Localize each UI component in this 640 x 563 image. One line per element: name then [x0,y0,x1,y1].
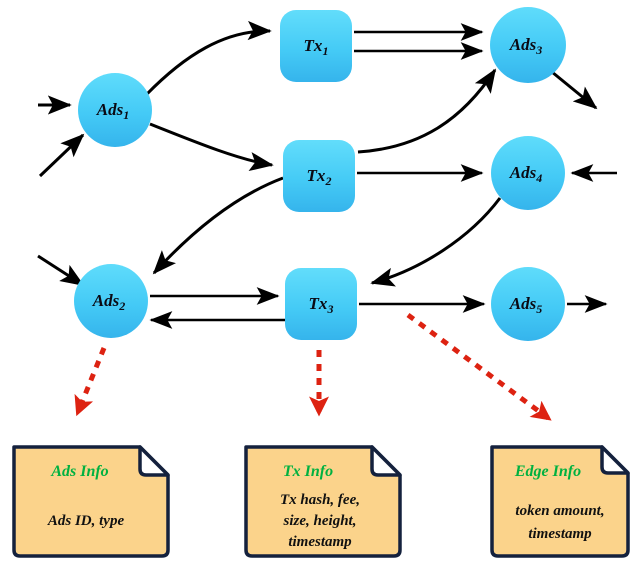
note-ads-info-line-0: Ads ID, type [47,513,125,529]
svg-text:Ads3: Ads3 [509,35,542,57]
node-ads3[interactable]: Ads3 [490,7,566,83]
note-ads-info-title: Ads Info [50,463,108,480]
edge-layer [37,20,617,329]
annotation-edge-layer [74,312,552,421]
svg-text:Ads5: Ads5 [509,294,542,316]
note-edge-info[interactable]: Edge Info token amount, timestamp [490,445,630,558]
node-tx3-sub: 3 [326,302,333,316]
note-layer: Ads Info Ads ID, type Tx Info Tx hash, f… [12,445,630,558]
note-tx-info[interactable]: Tx Info Tx hash, fee, size, height, time… [244,445,402,558]
node-ads5-label: Ads [509,294,537,313]
svg-text:Ads4: Ads4 [509,163,542,185]
note-tx-info-line-0: Tx hash, fee, [280,492,360,508]
node-ads5[interactable]: Ads5 [491,267,565,341]
edge-tx2-to-ads3 [357,68,497,154]
node-ads5-sub: 5 [536,302,542,316]
node-ads4-sub: 4 [535,171,542,185]
svg-text:Ads1: Ads1 [96,100,129,122]
edge-ads1-to-tx1 [144,20,272,97]
node-tx1[interactable]: Tx1 [280,10,352,82]
node-ads2[interactable]: Ads2 [74,264,148,338]
edge-tx2-to-ads2 [152,176,284,275]
node-tx1-sub: 1 [322,44,328,58]
node-tx2[interactable]: Tx2 [283,140,355,212]
svg-text:Tx3: Tx3 [309,294,334,316]
node-ads3-label: Ads [509,35,537,54]
node-ads1[interactable]: Ads1 [78,73,152,147]
edge-external-to-ads1-diagonal [38,133,85,178]
edge-ads3-to-external [551,70,598,110]
dashed-arrow-edge-to-edge-info [406,312,552,421]
note-tx-info-line-1: size, height, [283,513,357,529]
note-tx-info-line-2: timestamp [288,534,352,550]
node-tx2-label: Tx [307,166,326,185]
node-ads1-label: Ads [96,100,124,119]
note-ads-info[interactable]: Ads Info Ads ID, type [12,445,170,558]
edge-external-to-ads2 [37,254,85,287]
node-tx3[interactable]: Tx3 [285,268,357,340]
node-tx2-sub: 2 [324,174,331,188]
svg-text:Tx2: Tx2 [307,166,332,188]
note-edge-info-line-0: token amount, [515,503,604,519]
node-tx3-label: Tx [309,294,328,313]
edge-ads1-to-tx2 [149,122,274,172]
edge-ads4-to-tx3 [370,197,502,287]
note-edge-info-title: Edge Info [514,463,581,480]
dashed-arrow-ads2-to-ads-info [74,347,107,417]
node-ads3-sub: 3 [535,43,542,57]
node-ads2-label: Ads [92,291,120,310]
node-ads4[interactable]: Ads4 [491,136,565,210]
node-ads1-sub: 1 [123,108,129,122]
node-layer: Ads1 Ads2 Ads3 Ads4 [74,7,566,341]
node-ads4-label: Ads [509,163,537,182]
note-tx-info-title: Tx Info [283,463,333,480]
node-tx1-label: Tx [304,36,323,55]
note-edge-info-line-1: timestamp [528,526,592,542]
svg-text:Tx1: Tx1 [304,36,329,58]
svg-text:Ads2: Ads2 [92,291,125,313]
node-ads2-sub: 2 [118,299,125,313]
